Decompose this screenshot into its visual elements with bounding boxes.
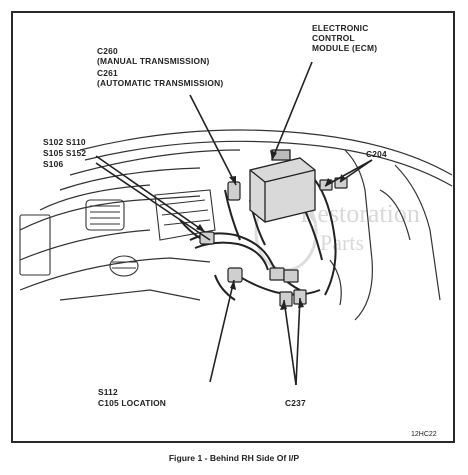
ecm-module [249,149,316,223]
c204-label: C204 [366,149,387,159]
splices-label-line1: S102 S110 [43,137,86,147]
ecm-label-line2: CONTROL [312,33,355,43]
arrowheads [196,150,346,310]
ecm-label-line3: MODULE (ECM) [312,43,378,53]
splices-label-line2: S105 S152 [43,148,87,158]
watermark-line2: Parts [320,230,364,255]
wiring-harness [179,179,337,301]
figure-code: 12HC22 [411,431,437,438]
automatic-transmission-label: (AUTOMATIC TRANSMISSION) [97,78,224,88]
figure-border [11,11,455,443]
c260-label: C260 [97,46,118,56]
figure-caption: Figure 1 - Behind RH Side Of I/P [168,453,300,463]
watermark-line1: Restoration [300,199,420,228]
c105-location-label: C105 LOCATION [98,398,167,408]
splices-label-line3: S106 [43,159,64,169]
ecm-label-line1: ELECTRONIC [312,23,369,33]
dash-vents [19,189,216,277]
manual-transmission-label: (MANUAL TRANSMISSION) [97,56,210,66]
c237-label: C237 [285,398,306,408]
c261-label: C261 [97,68,118,78]
dashboard-outline [19,129,453,321]
leader-lines [95,61,373,386]
s112-label: S112 [98,387,118,397]
